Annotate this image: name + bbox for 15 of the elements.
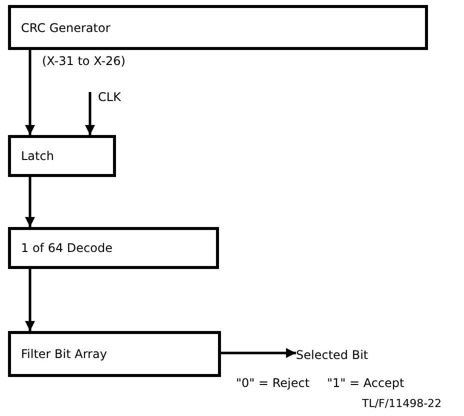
bus-range-label: (X-31 to X-26) <box>42 54 126 68</box>
process-box: 1 of 64 Decode <box>8 227 219 269</box>
process-box: Filter Bit Array <box>8 331 221 377</box>
note-text: "1" = Accept <box>327 376 404 390</box>
process-box: Latch <box>8 135 116 177</box>
figure-code: TL/F/11498-22 <box>362 397 442 410</box>
output-label: Selected Bit <box>296 346 391 364</box>
arrow <box>25 50 35 135</box>
note-text: "0" = Reject <box>236 376 310 390</box>
arrow <box>221 348 296 358</box>
process-box: CRC Generator <box>8 5 428 50</box>
edge-label: CLK <box>98 90 121 104</box>
arrow <box>85 92 95 135</box>
arrow <box>25 177 35 227</box>
arrow <box>25 269 35 331</box>
